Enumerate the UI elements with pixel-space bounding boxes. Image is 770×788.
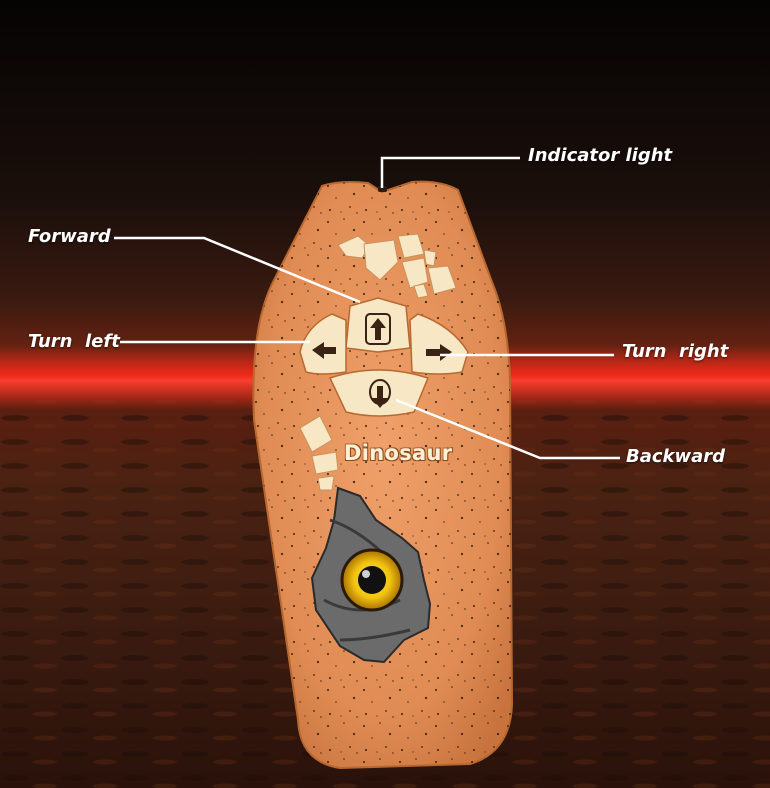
turn-left-label: Turn left	[28, 331, 120, 352]
eye-pupil	[358, 566, 386, 594]
brand-logo-text: Dinosaur	[344, 441, 453, 465]
footprint-up-icon	[365, 313, 391, 345]
indicator-light-label: Indicator light	[528, 145, 673, 166]
remote-control	[252, 180, 514, 770]
dinosaur-eye-window	[310, 486, 432, 664]
stone-chips-decoration	[337, 233, 457, 299]
indicator-light	[378, 186, 387, 192]
turn-right-button[interactable]	[409, 313, 469, 375]
footprint-down-icon	[369, 379, 391, 408]
forward-callout-line	[114, 236, 361, 304]
backward-label: Backward	[626, 446, 726, 467]
arrow-left-icon	[312, 342, 336, 359]
logo-stones-decoration	[299, 415, 339, 491]
forward-button[interactable]	[345, 297, 411, 353]
forward-label: Forward	[28, 226, 111, 247]
callout-lines	[114, 156, 620, 460]
backward-callout-line	[395, 398, 620, 460]
backward-button[interactable]	[328, 369, 430, 417]
turn-right-label: Turn right	[622, 341, 729, 362]
turn-left-button[interactable]	[299, 313, 347, 375]
indicator-callout-line	[380, 156, 520, 188]
arrow-right-icon	[426, 344, 452, 361]
